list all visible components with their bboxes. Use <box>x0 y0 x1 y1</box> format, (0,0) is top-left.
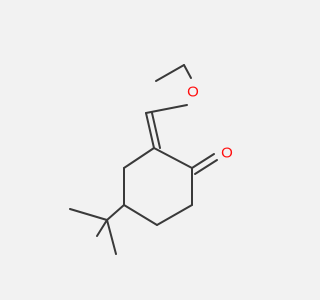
carbonyl-oxygen-label: O <box>221 145 233 162</box>
bond-ethyl-ch3-ch2 <box>155 64 185 82</box>
bond-ethyl-ch2-o <box>183 64 192 79</box>
bond-tbutyl-methyl-mid <box>96 219 108 237</box>
bond-ring-c5-c4 <box>123 204 158 226</box>
bond-exocyclic-double-a <box>145 112 155 149</box>
bond-ring-c2-c1 <box>153 147 193 169</box>
bond-exocyclic-double-b <box>151 112 161 149</box>
ether-oxygen-label: O <box>187 84 199 101</box>
bond-tbutyl-methyl-bottom <box>106 219 117 255</box>
bond-ring-c6-c5 <box>156 204 193 226</box>
molecule-diagram: O O <box>69 64 233 255</box>
bond-tbutyl-methyl-left <box>69 208 108 221</box>
bond-carbonyl-b <box>194 159 218 175</box>
bond-ring-c3-c2 <box>123 147 155 169</box>
bond-o-vinyl-ch <box>145 104 188 114</box>
bond-ring-tbutyl <box>106 204 125 221</box>
bond-carbonyl-a <box>191 153 215 169</box>
